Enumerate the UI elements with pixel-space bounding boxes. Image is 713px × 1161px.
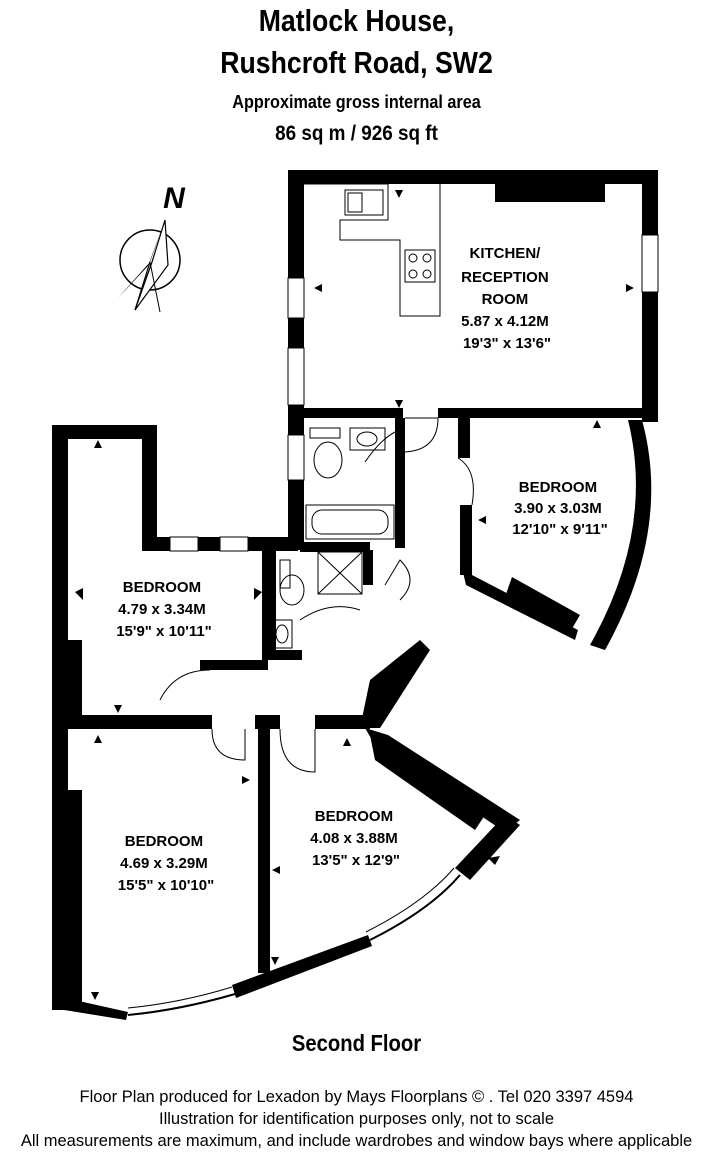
compass-label: N — [163, 182, 186, 215]
walls — [52, 170, 658, 1020]
bedroom-south-west-name: BEDROOM — [125, 833, 203, 850]
bedroom-south-imperial: 13'5" x 12'9" — [312, 852, 400, 869]
compass-icon: N — [118, 182, 186, 313]
dimension-arrows — [75, 190, 634, 1000]
footer-disclaimer: Illustration for identification purposes… — [159, 1110, 554, 1128]
footer-measurements-note: All measurements are maximum, and includ… — [20, 1132, 693, 1150]
area-label: Approximate gross internal area — [232, 92, 481, 112]
property-address: Rushcroft Road, SW2 — [220, 45, 493, 80]
bedroom-mid-west-name: BEDROOM — [123, 579, 201, 596]
bedroom-south-west-imperial: 15'5" x 10'10" — [118, 877, 214, 894]
windows — [169, 234, 659, 552]
area-value: 86 sq m / 926 sq ft — [275, 122, 438, 145]
property-name: Matlock House, — [258, 3, 455, 38]
kitchen-units — [304, 183, 441, 317]
door-swings — [159, 417, 474, 773]
bedroom-mid-west-metric: 4.79 x 3.34M — [118, 601, 206, 618]
room-label-bedroom-mid-west: BEDROOM 4.79 x 3.34M 15'9" x 10'11" — [116, 579, 212, 640]
floor-name: Second Floor — [291, 1030, 422, 1056]
bedroom-east-imperial: 12'10" x 9'11" — [512, 521, 608, 538]
bedroom-east-metric: 3.90 x 3.03M — [514, 500, 602, 517]
room-label-bedroom-south: BEDROOM 4.08 x 3.88M 13'5" x 12'9" — [310, 808, 402, 869]
bedroom-south-metric: 4.08 x 3.88M — [310, 830, 398, 847]
room-label-kitchen: KITCHEN/ RECEPTION ROOM 5.87 x 4.12M 19'… — [461, 245, 553, 352]
kitchen-name-2: RECEPTION — [461, 269, 549, 286]
kitchen-imperial: 19'3" x 13'6" — [463, 335, 551, 352]
room-label-bedroom-south-west: BEDROOM 4.69 x 3.29M 15'5" x 10'10" — [118, 833, 214, 894]
kitchen-metric: 5.87 x 4.12M — [461, 313, 549, 330]
kitchen-name-1: KITCHEN/ — [469, 245, 541, 262]
bedroom-mid-west-imperial: 15'9" x 10'11" — [116, 623, 212, 640]
bedroom-south-west-metric: 4.69 x 3.29M — [120, 855, 208, 872]
bedroom-south-name: BEDROOM — [315, 808, 393, 825]
footer-credit: Floor Plan produced for Lexadon by Mays … — [79, 1088, 634, 1106]
room-label-bedroom-east: BEDROOM 3.90 x 3.03M 12'10" x 9'11" — [512, 479, 608, 538]
bedroom-east-name: BEDROOM — [519, 479, 597, 496]
kitchen-name-3: ROOM — [482, 291, 529, 308]
